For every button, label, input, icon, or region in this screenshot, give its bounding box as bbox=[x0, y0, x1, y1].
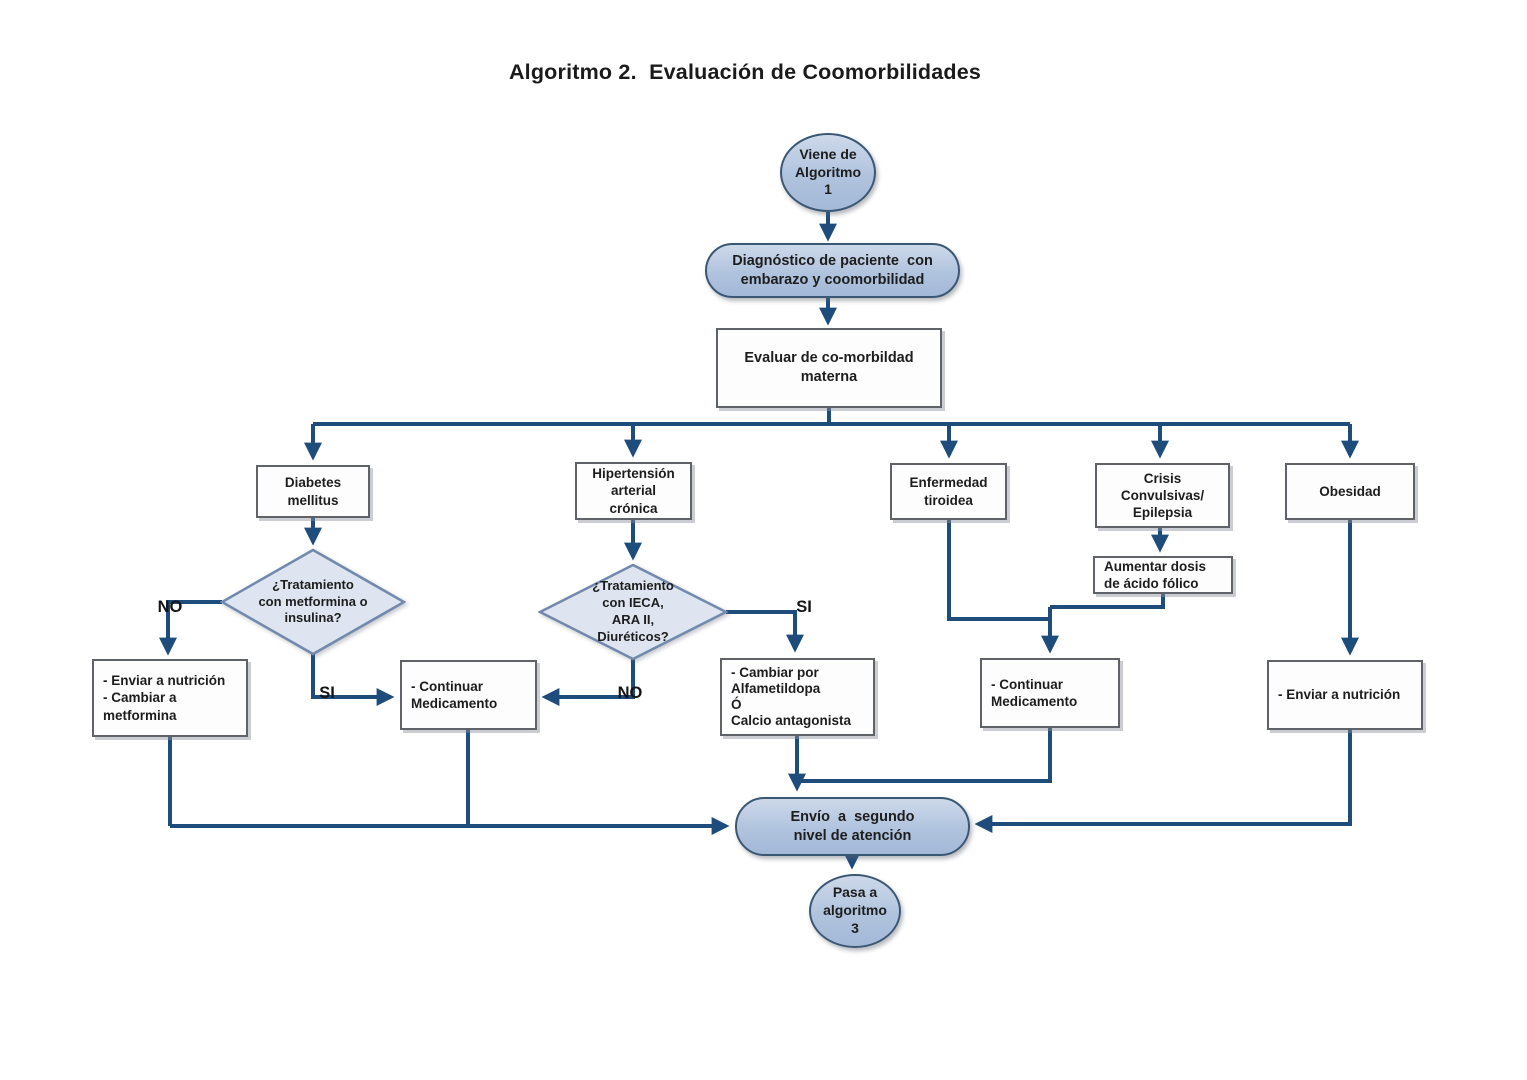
nutrition-right-label: - Enviar a nutrición bbox=[1278, 687, 1401, 703]
edge-label-si-metformin: SI bbox=[319, 684, 335, 702]
end-node-label: Pasa a algoritmo 3 bbox=[823, 884, 887, 936]
evaluate-node-label: Evaluar de co-morbildad materna bbox=[744, 350, 914, 385]
continue-med-left-label: - Continuar Medicamento bbox=[411, 678, 498, 711]
diagram-title: Algoritmo 2. Evaluación de Coomorbilidad… bbox=[508, 60, 982, 84]
obesity-node-label: Obesidad bbox=[1319, 483, 1381, 499]
hypertension-node: Hipertensión arterial crónica bbox=[575, 462, 692, 520]
folic-acid-label: Aumentar dosis de ácido fólico bbox=[1104, 558, 1207, 591]
diamond-shape bbox=[538, 563, 728, 661]
edge-thyroid-junction bbox=[947, 520, 1048, 621]
metformin-question-label: ¿Tratamiento con metformina o insulina? bbox=[258, 576, 368, 626]
thyroid-node-label: Enfermedad tiroidea bbox=[909, 475, 988, 508]
thyroid-node: Enfermedad tiroidea bbox=[890, 463, 1007, 520]
nutrition-metformin-label: - Enviar a nutrición - Cambiar a metform… bbox=[103, 673, 226, 723]
edge-label-si-ieca: SI bbox=[796, 598, 812, 616]
diabetes-node-label: Diabetes mellitus bbox=[284, 475, 342, 508]
nutrition-metformin-node: - Enviar a nutrición - Cambiar a metform… bbox=[92, 659, 248, 737]
nutrition-right-node: - Enviar a nutrición bbox=[1267, 660, 1423, 730]
seizures-node: Crisis Convulsivas/ Epilepsia bbox=[1095, 463, 1230, 528]
ieca-question-label: ¿Tratamiento con IECA, ARA II, Diurético… bbox=[592, 578, 674, 644]
ieca-question-node: ¿Tratamiento con IECA, ARA II, Diurético… bbox=[538, 563, 728, 661]
diabetes-node: Diabetes mellitus bbox=[256, 465, 370, 518]
continue-med-left-node: - Continuar Medicamento bbox=[400, 660, 537, 730]
second-level-label: Envío a segundo nivel de atención bbox=[790, 808, 915, 844]
edge-label-no-ieca: NO bbox=[617, 684, 643, 702]
alfametildopa-node: - Cambiar por Alfametildopa Ó Calcio ant… bbox=[720, 658, 875, 736]
second-level-node: Envío a segundo nivel de atención bbox=[735, 797, 970, 856]
edge-nutritionright-pill bbox=[974, 730, 1352, 833]
continue-med-right-node: - Continuar Medicamento bbox=[980, 658, 1120, 728]
alfametildopa-label: - Cambiar por Alfametildopa Ó Calcio ant… bbox=[731, 664, 852, 729]
metformin-question-node: ¿Tratamiento con metformina o insulina? bbox=[220, 548, 406, 656]
start-node: Viene de Algoritmo 1 bbox=[780, 133, 876, 212]
start-node-label: Viene de Algoritmo 1 bbox=[794, 145, 862, 198]
diagnosis-node-label: Diagnóstico de paciente con embarazo y c… bbox=[732, 252, 933, 288]
edge-si-ieca bbox=[726, 610, 804, 653]
diamond-shape bbox=[220, 548, 406, 656]
continue-med-right-label: - Continuar Medicamento bbox=[991, 676, 1078, 709]
folic-acid-node: Aumentar dosis de ácido fólico bbox=[1093, 556, 1233, 594]
edge-folic-junction bbox=[1050, 594, 1165, 609]
hypertension-node-label: Hipertensión arterial crónica bbox=[592, 466, 675, 516]
seizures-node-label: Crisis Convulsivas/ Epilepsia bbox=[1120, 470, 1205, 521]
obesity-node: Obesidad bbox=[1285, 463, 1415, 520]
edge-rail bbox=[313, 408, 1350, 426]
edge-label-no-metformin: NO bbox=[157, 598, 183, 616]
diagnosis-node: Diagnóstico de paciente con embarazo y c… bbox=[705, 243, 960, 298]
end-node: Pasa a algoritmo 3 bbox=[809, 874, 901, 948]
evaluate-node: Evaluar de co-morbildad materna bbox=[716, 328, 942, 408]
